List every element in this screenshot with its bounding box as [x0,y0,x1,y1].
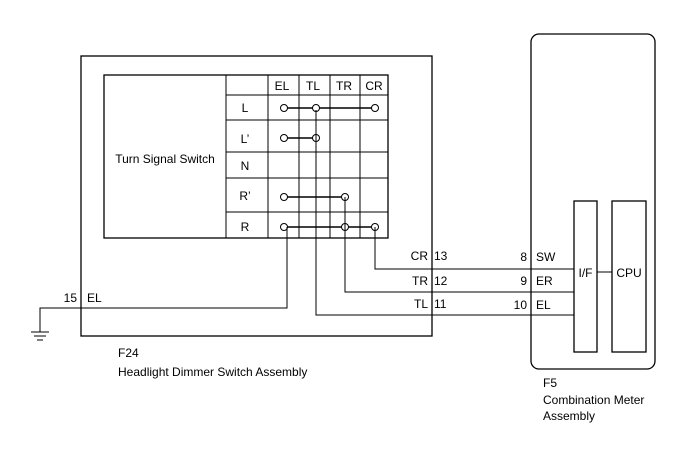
meter-connector-code: F5 [543,376,557,390]
row-header-r: R [241,220,250,234]
combination-meter-assembly-box [530,33,656,370]
turn-signal-switch-label: Turn Signal Switch [115,152,215,166]
meter-terminal-pin-9: 9 [520,274,527,288]
switch-connector-code: F24 [118,346,139,360]
row-header-n: N [241,159,250,173]
continuity-node [371,104,379,112]
terminal-name-cr: CR [411,249,429,263]
interface-block [573,200,598,353]
terminal-pin-13: 13 [434,249,448,263]
terminal-name-el: EL [87,291,102,305]
continuity-marks [280,104,379,231]
switch-assembly-name: Headlight Dimmer Switch Assembly [118,365,307,379]
cpu-label: CPU [616,266,641,280]
terminal-pin-12: 12 [434,274,448,288]
wire-cr-to-meter [374,227,574,270]
column-header-tr: TR [336,79,352,93]
wire-tr-to-meter [344,197,574,293]
terminal-name-tl: TL [414,297,428,311]
cpu-block [611,200,647,353]
meter-terminal-name-el: EL [536,298,551,312]
wire-tl-to-meter [315,110,574,316]
meter-assembly-name-line2: Assembly [543,409,595,423]
ground-icon [31,331,49,341]
wire-el-to-ground [39,227,288,332]
terminal-name-tr: TR [412,274,428,288]
headlight-dimmer-switch-assembly-box [80,55,433,337]
meter-terminal-name-er: ER [536,274,553,288]
column-header-cr: CR [365,79,383,93]
column-header-tl: TL [306,79,320,93]
row-header-l: L [242,101,249,115]
continuity-node [280,134,288,142]
row-header-r-prime: R’ [239,189,250,203]
column-header-el: EL [275,79,290,93]
interface-label: I/F [579,266,593,280]
terminal-pin-11: 11 [434,297,447,311]
continuity-node [280,193,288,201]
meter-terminal-pin-10: 10 [514,298,528,312]
continuity-node [280,104,288,112]
meter-assembly-name-line1: Combination Meter [543,393,644,407]
meter-terminal-pin-8: 8 [520,250,527,264]
turn-signal-switch-box [103,74,389,239]
meter-terminal-name-sw: SW [536,250,556,264]
switch-table-grid [225,75,388,238]
continuity-node [280,223,288,231]
terminal-pin-15: 15 [64,291,78,305]
row-header-l-prime: L’ [241,132,250,146]
